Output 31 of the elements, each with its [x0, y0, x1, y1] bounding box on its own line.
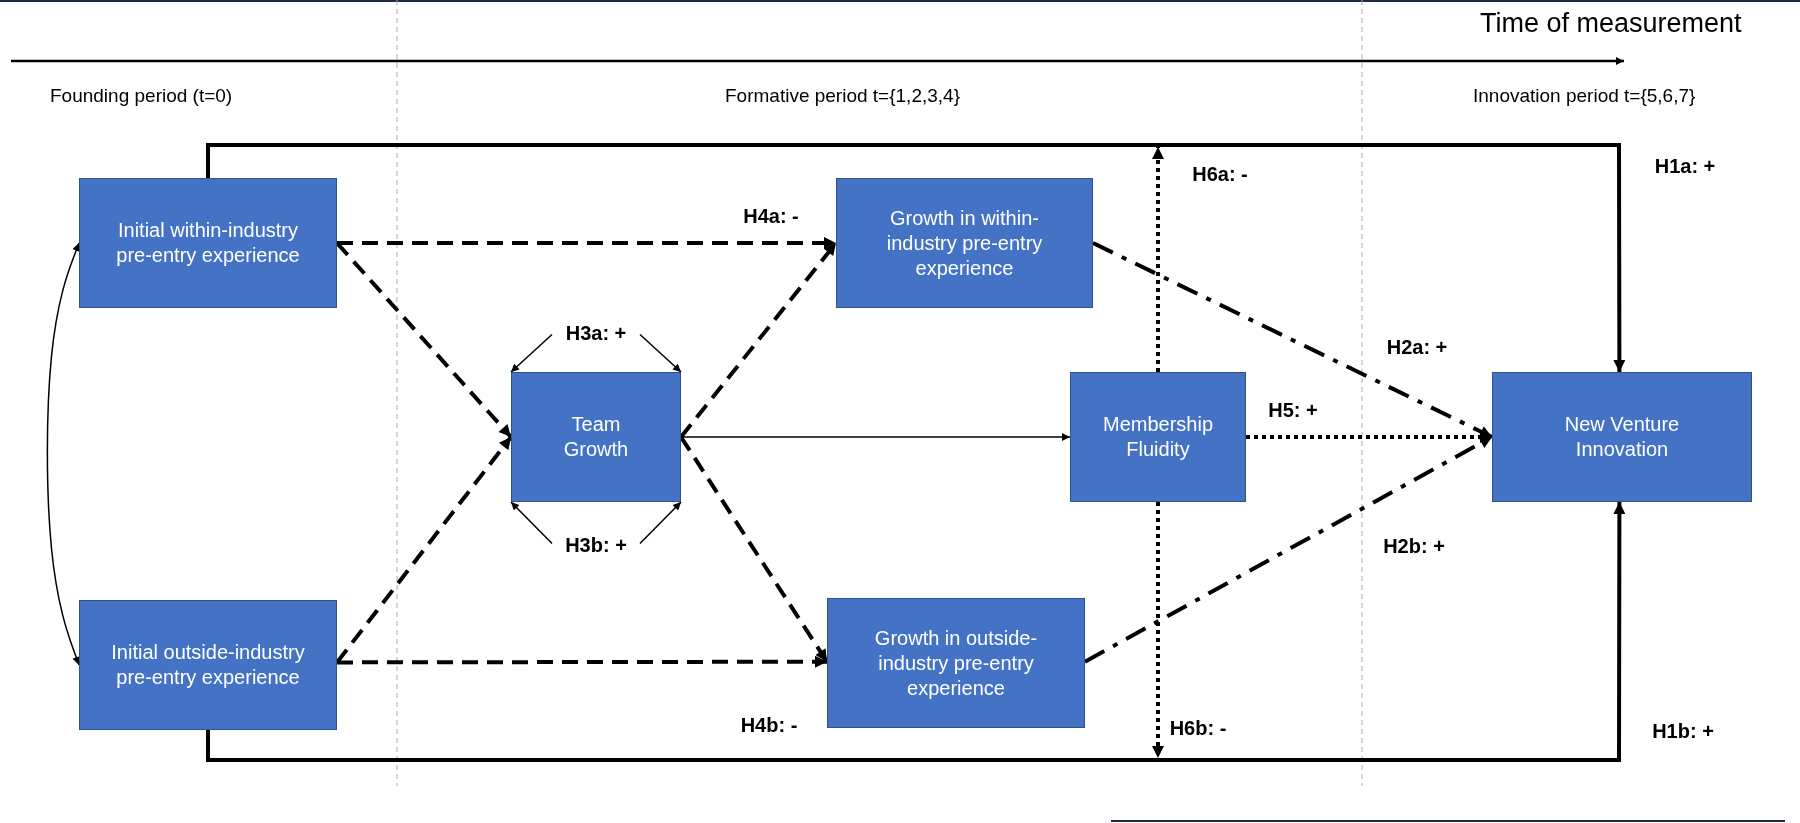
period-label: Founding period (t=0): [50, 85, 233, 107]
arrow: [1152, 147, 1164, 372]
construct-box: Team Growth: [511, 372, 681, 502]
hypothesis-label: H3b: +: [552, 530, 640, 560]
construct-box: Growth in outside-industry pre-entry experience: [827, 598, 1085, 728]
construct-box: Membership Fluidity: [1070, 372, 1246, 502]
construct-box: Growth in within-industry pre-entry experience: [836, 178, 1093, 308]
arrow: [679, 241, 838, 439]
period-label: Innovation period t={5,6,7}: [1473, 85, 1696, 107]
arrow: [206, 143, 1626, 372]
arrow: [46, 242, 81, 666]
leader-line: [639, 333, 682, 373]
leader-line: [510, 333, 553, 373]
arrow: [679, 435, 829, 663]
arrow: [337, 237, 836, 249]
period-label: Formative period t={1,2,3,4}: [725, 85, 960, 107]
hypothesis-label: H3a: +: [552, 318, 640, 348]
leader-line: [639, 501, 682, 545]
leader-line: [510, 501, 553, 545]
construct-box: Initial outside-industry pre-entry experience: [79, 600, 337, 730]
arrow: [1092, 241, 1493, 439]
axis-title: Time of measurement: [1480, 8, 1742, 39]
arrow: [1152, 502, 1164, 758]
construct-box: Initial within-industry pre-entry experience: [79, 178, 337, 308]
arrow: [1084, 435, 1493, 664]
arrow: [335, 435, 513, 664]
arrow: [1246, 431, 1492, 443]
arrow: [337, 655, 827, 668]
arrow: [680, 433, 1071, 441]
arrow: [206, 502, 1626, 762]
construct-box: New Venture Innovation: [1492, 372, 1752, 502]
